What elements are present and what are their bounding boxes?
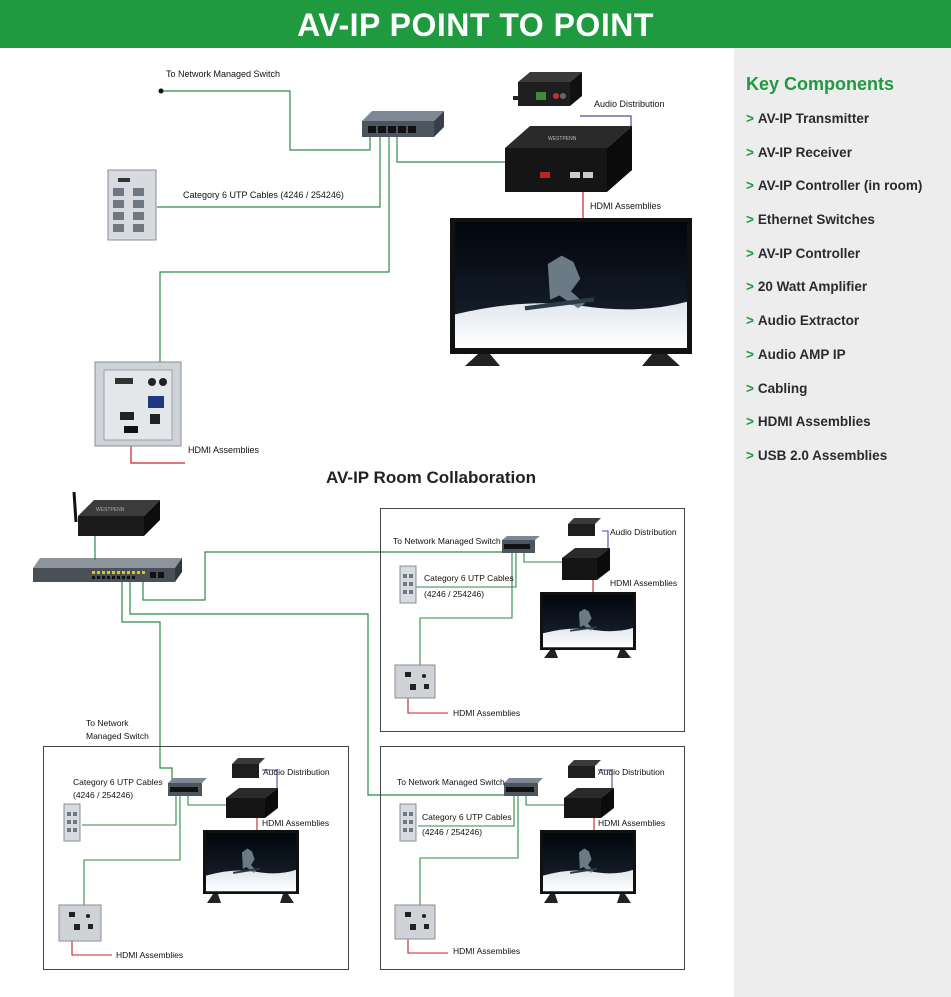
cable-diagram: WESTPENN WESTPENN — [33, 72, 692, 956]
list-item: >Cabling — [746, 380, 808, 396]
to-network-label: To Network Managed Switch — [166, 69, 281, 79]
room-3-to-network-label: To Network Managed Switch — [397, 777, 505, 787]
room-2-cat6-label: Category 6 UTP Cables — [73, 777, 163, 787]
room-1-frame — [380, 508, 685, 732]
room-1-cat6-sub-label: (4246 / 254246) — [424, 589, 485, 599]
page-header: AV-IP POINT TO POINT — [0, 0, 951, 48]
chevron-right-icon: > — [746, 380, 754, 396]
router-icon: WESTPENN — [72, 491, 160, 536]
key-components-title: Key Components — [746, 74, 895, 94]
list-item: >USB 2.0 Assemblies — [746, 447, 888, 463]
list-item: >Audio AMP IP — [746, 346, 846, 362]
keypad-controller-icon — [107, 169, 157, 241]
room-collaboration-title: AV-IP Room Collaboration — [326, 468, 536, 487]
hdmi-wallplate-label: HDMI Assemblies — [188, 445, 260, 455]
chevron-right-icon: > — [746, 346, 754, 362]
room-3-hdmi-display-label: HDMI Assemblies — [598, 818, 666, 828]
chevron-right-icon: > — [746, 212, 754, 228]
room-1-devices — [394, 518, 636, 714]
room-3-devices — [394, 760, 636, 954]
room-3-audio-label: Audio Distribution — [598, 767, 665, 777]
room-1-to-network-label: To Network Managed Switch — [393, 536, 501, 546]
room-2-hdmi-display-label: HDMI Assemblies — [262, 818, 330, 828]
audio-distribution-icon — [513, 72, 582, 106]
cat6-cable-label: Category 6 UTP Cables (4246 / 254246) — [183, 190, 344, 200]
room-2-hdmi-wallplate-label: HDMI Assemblies — [116, 950, 184, 960]
chevron-right-icon: > — [746, 279, 754, 295]
list-item: >HDMI Assemblies — [746, 414, 871, 430]
room-2-to-network-sub-label: Managed Switch — [86, 731, 149, 741]
wallplate-transmitter-icon — [94, 361, 182, 447]
room-2-cat6-sub-label: (4246 / 254246) — [73, 790, 134, 800]
chevron-right-icon: > — [746, 144, 754, 160]
room-3-cat6-sub-label: (4246 / 254246) — [422, 827, 483, 837]
network-endpoint-dot — [158, 88, 164, 94]
audio-distribution-label: Audio Distribution — [594, 99, 665, 109]
list-item: >AV-IP Controller — [746, 245, 861, 261]
page-title: AV-IP POINT TO POINT — [297, 7, 654, 43]
key-components-panel: Key Components >AV-IP Transmitter >AV-IP… — [734, 48, 951, 997]
chevron-right-icon: > — [746, 447, 754, 463]
room-3-frame — [380, 746, 685, 970]
main-network-switch-icon — [33, 558, 182, 582]
room-2-devices — [58, 758, 299, 956]
room-1-audio-label: Audio Distribution — [610, 527, 677, 537]
hdmi-display-label: HDMI Assemblies — [590, 201, 662, 211]
room-3-hdmi-wallplate-label: HDMI Assemblies — [453, 946, 521, 956]
av-ip-receiver-icon: WESTPENN — [505, 126, 632, 192]
room-3-cat6-label: Category 6 UTP Cables — [422, 812, 512, 822]
key-components-list: >AV-IP Transmitter >AV-IP Receiver >AV-I… — [746, 110, 922, 481]
list-item: >AV-IP Receiver — [746, 144, 852, 160]
svg-text:WESTPENN: WESTPENN — [548, 136, 577, 142]
chevron-right-icon: > — [746, 313, 754, 329]
list-item: >AV-IP Controller (in room) — [746, 178, 923, 194]
chevron-right-icon: > — [746, 414, 754, 430]
svg-text:WESTPENN: WESTPENN — [96, 507, 125, 513]
ethernet-switch-icon — [362, 111, 444, 137]
room-1-hdmi-wallplate-label: HDMI Assemblies — [453, 708, 521, 718]
room-1-hdmi-display-label: HDMI Assemblies — [610, 578, 678, 588]
chevron-right-icon: > — [746, 178, 754, 194]
room-2-audio-label: Audio Distribution — [263, 767, 330, 777]
list-item: >Ethernet Switches — [746, 212, 875, 228]
chevron-right-icon: > — [746, 111, 754, 126]
list-item: >Audio Extractor — [746, 313, 860, 329]
list-item: >20 Watt Amplifier — [746, 279, 868, 295]
room-2-to-network-label: To Network — [86, 718, 129, 728]
room-2-frame — [43, 746, 349, 970]
display-tv-icon — [450, 218, 692, 366]
list-item: >AV-IP Transmitter — [746, 111, 870, 126]
room-1-cat6-label: Category 6 UTP Cables — [424, 573, 514, 583]
chevron-right-icon: > — [746, 245, 754, 261]
